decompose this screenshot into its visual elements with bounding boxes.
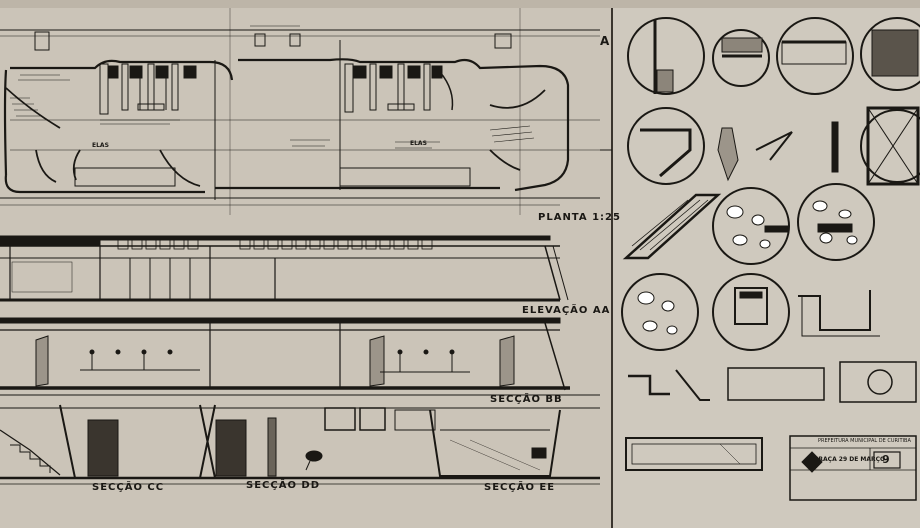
title-block-project: PRAÇA 29 DE MARÇO bbox=[814, 456, 886, 463]
floor-plan-drawing bbox=[0, 8, 612, 215]
construction-details-drawing bbox=[621, 17, 920, 471]
title-block-office: PREFEITURA MUNICIPAL DE CURITIBA bbox=[818, 438, 911, 444]
sheet-letter-label: A bbox=[600, 34, 611, 48]
plan-title-label: PLANTA 1:25 bbox=[538, 212, 621, 223]
section-bb-drawing bbox=[0, 317, 600, 396]
title-block-frame bbox=[789, 435, 917, 501]
room-label-elas-left: ELAS bbox=[92, 142, 109, 149]
section-cc-label: SECÇÃO CC bbox=[92, 482, 165, 493]
section-ee-label: SECÇÃO EE bbox=[484, 482, 556, 493]
title-block-sheet-number: 9 bbox=[882, 453, 890, 466]
section-dd-label: SECÇÃO DD bbox=[246, 480, 321, 491]
section-cc-dd-ee-drawing bbox=[0, 404, 600, 485]
room-label-elas-right: ELAS bbox=[410, 140, 427, 147]
elevation-aa-drawing bbox=[0, 235, 569, 302]
section-bb-label: SECÇÃO BB bbox=[490, 394, 563, 405]
elevation-aa-label: ELEVAÇÃO AA bbox=[522, 305, 611, 316]
